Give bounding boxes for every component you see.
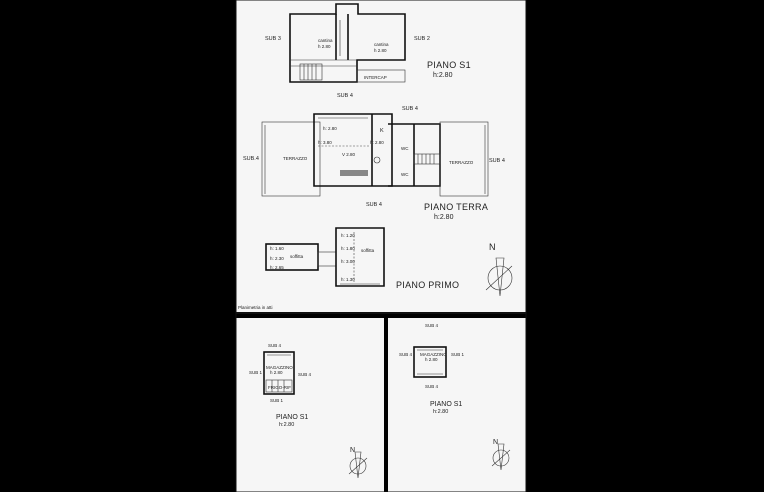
bl-plan — [263, 351, 295, 395]
first-h300: h: 3.00 — [341, 259, 355, 264]
bl-room: MAGAZZINO — [266, 365, 293, 370]
bl-north-label: N — [350, 447, 355, 454]
ground-wc-top: WC — [401, 146, 409, 151]
bl-sub4-right: SUB 4 — [298, 372, 312, 377]
bl-sub1-bottom: SUB 1 — [270, 398, 284, 403]
br-plan — [413, 346, 447, 378]
sheet-frame — [235, 0, 527, 492]
ground-v280: V 2.80 — [342, 152, 356, 157]
ground-sub4-bottom: SUB 4 — [366, 202, 382, 208]
bl-sub1-left: SUB 1 — [249, 370, 263, 375]
ground-height-a: h: 2.80 — [323, 126, 337, 131]
br-room: MAGAZZINO — [420, 352, 447, 357]
north-arrow-icon — [485, 257, 513, 297]
first-soffitta-right: soffitta — [361, 248, 375, 253]
first-title: PIANO PRIMO — [396, 280, 459, 290]
br-sub4-top: SUB 4 — [425, 323, 439, 328]
first-soffitta-left: soffitta — [290, 254, 304, 259]
ground-title: PIANO TERRA — [424, 202, 488, 212]
bl-north-arrow-icon — [348, 451, 368, 479]
ground-plan — [261, 113, 489, 197]
bl-stair: FRIGO-RIF — [268, 385, 291, 390]
bl-room-height: h 2.80 — [270, 370, 283, 375]
paper-bottom-left — [236, 318, 384, 492]
br-north-arrow-icon — [491, 443, 511, 471]
basement-sub2-label: SUB 2 — [414, 36, 430, 42]
footer-note: Planimetria in atti — [238, 305, 273, 310]
north-label: N — [489, 242, 496, 252]
basement-sub4-label: SUB 4 — [337, 93, 353, 99]
basement-cantina-right: cantina — [374, 42, 389, 47]
paper-bottom-right — [388, 318, 526, 492]
first-h265: h: 2.65 — [270, 265, 284, 270]
first-h130: h: 1.30 — [341, 277, 355, 282]
ground-sub4-left: SUB.4 — [243, 156, 259, 162]
br-title: PIANO S1 — [430, 401, 462, 408]
basement-cantina-left-height: h 2.80 — [318, 44, 331, 49]
br-north-label: N — [493, 439, 498, 446]
first-h120: h: 1.20 — [341, 233, 355, 238]
bl-sub4-top: SUB 4 — [268, 343, 282, 348]
ground-height-380: h: 3.80 — [318, 140, 332, 145]
basement-plan — [289, 3, 406, 83]
basement-cantina-right-height: h 2.80 — [374, 48, 387, 53]
ground-terrazzo-left: TERRAZZO — [283, 156, 308, 161]
basement-title: PIANO S1 — [427, 60, 471, 70]
ground-wc-bottom: WC — [401, 172, 409, 177]
first-h160: h: 1.60 — [270, 246, 284, 251]
bl-title: PIANO S1 — [276, 414, 308, 421]
basement-height: h:2.80 — [433, 72, 453, 79]
basement-cantina-left: cantina — [318, 38, 333, 43]
br-room-height: h 2.80 — [425, 357, 438, 362]
br-sub1-right: SUB 1 — [451, 352, 465, 357]
br-sub4-bottom: SUB 4 — [425, 384, 439, 389]
ground-sub4-top: SUB 4 — [402, 106, 418, 112]
bl-height: h:2.80 — [279, 422, 294, 428]
ground-terrazzo-right: TERRAZZO — [449, 160, 474, 165]
ground-height: h:2.80 — [434, 214, 454, 221]
basement-intercap-label: INTERCAP — [364, 75, 387, 80]
paper-top — [236, 0, 526, 313]
ground-sub4-right: SUB 4 — [489, 158, 505, 164]
ground-k-label: K — [380, 128, 384, 134]
first-floor-plan — [265, 227, 385, 287]
br-height: h:2.80 — [433, 409, 448, 415]
ground-height-b: h: 2.80 — [370, 140, 384, 145]
basement-sub3-label: SUB 3 — [265, 36, 281, 42]
first-h180: h: 1.80 — [341, 246, 355, 251]
br-sub4-left: SUB 4 — [399, 352, 413, 357]
first-h230: h: 2.30 — [270, 256, 284, 261]
